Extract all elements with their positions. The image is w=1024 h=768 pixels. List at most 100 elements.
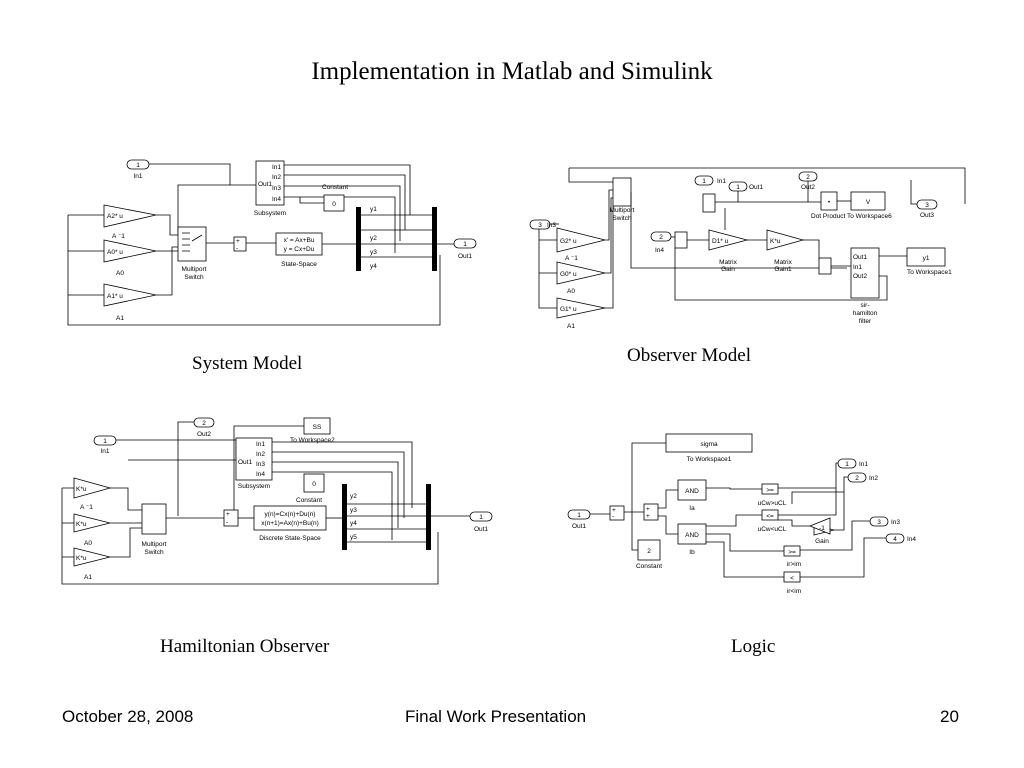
svg-text:+: +: [236, 238, 240, 245]
svg-text:1: 1: [736, 184, 740, 191]
logic-diagram: sigma To Workspace1 1 In1 2 In2 3 In3 4 …: [567, 433, 916, 595]
out1-port: 1 Out1: [469, 511, 493, 533]
svg-text:G1* u: G1* u: [560, 306, 577, 313]
svg-text:Gain: Gain: [721, 266, 735, 273]
state-space-block: x' = Ax+Bu y = Cx+Du State-Space: [275, 232, 323, 268]
svg-text:Dot Product: Dot Product: [811, 213, 846, 220]
svg-text:-1: -1: [819, 525, 825, 532]
a0-label: A0: [116, 270, 124, 277]
svg-text:-: -: [226, 519, 228, 526]
out1-port: 1 Out1: [453, 238, 477, 260]
svg-text:Out2: Out2: [853, 273, 867, 280]
svg-text:y1: y1: [370, 206, 377, 213]
svg-text:In1: In1: [256, 441, 265, 448]
svg-text:K*u: K*u: [770, 238, 781, 245]
svg-text:A ⁻1: A ⁻1: [565, 255, 578, 262]
svg-text:A0: A0: [567, 288, 575, 295]
svg-text:2: 2: [855, 475, 859, 482]
hamiltonian-observer-diagram: 1 In1 2 Out2 SS To Workspace2 K*u A ⁻1 K…: [61, 417, 493, 585]
footer-presentation-title: Final Work Presentation: [405, 707, 587, 726]
svg-text:Matrix: Matrix: [719, 259, 737, 266]
in3-port: 3 In3: [529, 219, 556, 230]
svg-text:1: 1: [479, 514, 483, 521]
system-model-diagram: 1 In1 A2* u A ⁻1 A0* u A0 A1* u A1 Multi…: [67, 159, 477, 326]
svg-text:In4: In4: [907, 536, 916, 543]
in1-port: 1 In1: [694, 175, 726, 186]
svg-text:Multiport: Multiport: [182, 266, 207, 273]
svg-text:Constant: Constant: [296, 497, 322, 504]
out1-port: 1 Out1: [728, 181, 763, 192]
gain-g0: G0* u: [556, 261, 606, 285]
observer-model-diagram: 3 In3 G2* u A ⁻1 G0* u A0 G1* u A1 Multi…: [529, 167, 966, 330]
svg-text:In2: In2: [869, 475, 878, 482]
gain-k1: K*u: [73, 477, 112, 499]
svg-text:Out1: Out1: [258, 181, 272, 188]
gain-a0: A0* u: [103, 239, 157, 263]
svg-text:G0* u: G0* u: [560, 271, 577, 278]
svg-text:In4: In4: [272, 196, 281, 203]
svg-text:y4: y4: [370, 263, 377, 270]
in4-port: 4 In4: [885, 533, 916, 544]
svg-text:uCw>uCL: uCw>uCL: [758, 500, 787, 507]
subsystem-block: In1 In2 In3 In4 Out1 Subsystem: [235, 437, 273, 490]
svg-text:G2* u: G2* u: [560, 238, 577, 245]
svg-text:4: 4: [893, 536, 897, 543]
svg-text:Out1: Out1: [458, 253, 472, 260]
cmp-ir-lt: < ir<im: [783, 571, 801, 595]
svg-text:1: 1: [463, 241, 467, 248]
gain-k3: K*u: [73, 547, 111, 567]
gain-a1: A1* u: [103, 283, 157, 307]
svg-text:Ia: Ia: [689, 505, 695, 512]
svg-text:Out1: Out1: [474, 526, 488, 533]
svg-text:Constant: Constant: [322, 184, 348, 191]
svg-text:Switch: Switch: [144, 549, 164, 556]
svg-text:y2: y2: [370, 235, 377, 242]
svg-text:y5: y5: [350, 534, 357, 541]
svg-text:In1: In1: [100, 448, 109, 455]
caption-hamiltonian-observer: Hamiltonian Observer: [160, 636, 330, 657]
svg-text:x(n+1)=Ax(n)+Bu(n): x(n+1)=Ax(n)+Bu(n): [261, 520, 319, 527]
gain-g2: G2* u: [556, 227, 606, 253]
caption-system-model: System Model: [192, 353, 303, 374]
svg-text:y3: y3: [350, 507, 357, 514]
svg-text:In1: In1: [859, 461, 868, 468]
svg-text:Subsystem: Subsystem: [238, 483, 270, 490]
svg-text:3: 3: [538, 222, 542, 229]
discrete-state-space: y(n)=Cx(n)+Du(n) x(n+1)=Ax(n)+Bu(n) Disc…: [253, 505, 327, 542]
svg-text:A1: A1: [567, 323, 575, 330]
svg-text:+: +: [646, 513, 650, 520]
svg-text:ir<im: ir<im: [787, 588, 801, 595]
svg-text:Constant: Constant: [636, 563, 662, 570]
svg-text:0: 0: [332, 201, 336, 208]
svg-text:Out2: Out2: [197, 431, 211, 438]
svg-text:1: 1: [136, 162, 140, 169]
svg-text:Gain: Gain: [815, 538, 829, 545]
svg-text:A2* u: A2* u: [107, 213, 123, 220]
in1-port: 1 In1: [126, 159, 150, 180]
cmp-ir-ge: >= ir>im: [783, 545, 801, 568]
svg-text:filter: filter: [859, 318, 872, 325]
svg-text:hamilton: hamilton: [853, 310, 878, 317]
out3-port: 3 Out3: [916, 199, 938, 219]
svg-text:In4: In4: [655, 247, 664, 254]
subsystem-block: In1 In2 In3 In4 Out1 Subsystem: [254, 160, 286, 217]
sum-block: +-: [233, 236, 247, 252]
svg-text:A1* u: A1* u: [107, 293, 123, 300]
svg-text:To Workspace2: To Workspace2: [290, 437, 335, 444]
svg-text:-: -: [236, 245, 238, 252]
svg-text:1: 1: [577, 512, 581, 519]
svg-text:A ⁻1: A ⁻1: [80, 504, 93, 511]
svg-text:A0* u: A0* u: [107, 249, 123, 256]
svg-text:State-Space: State-Space: [281, 261, 317, 268]
svg-text:sir-: sir-: [860, 302, 869, 309]
svg-text:1: 1: [702, 178, 706, 185]
svg-text:y3: y3: [370, 249, 377, 256]
out2-port: 2 Out2: [193, 417, 215, 438]
out1-port: 1 Out1: [567, 509, 591, 530]
and-b: AND Ib: [677, 523, 707, 556]
svg-text:A0: A0: [84, 540, 92, 547]
svg-text:>=: >=: [788, 549, 796, 556]
svg-text:D1* u: D1* u: [712, 238, 729, 245]
svg-text:V: V: [866, 199, 871, 206]
gain-g1: G1* u: [556, 297, 606, 319]
